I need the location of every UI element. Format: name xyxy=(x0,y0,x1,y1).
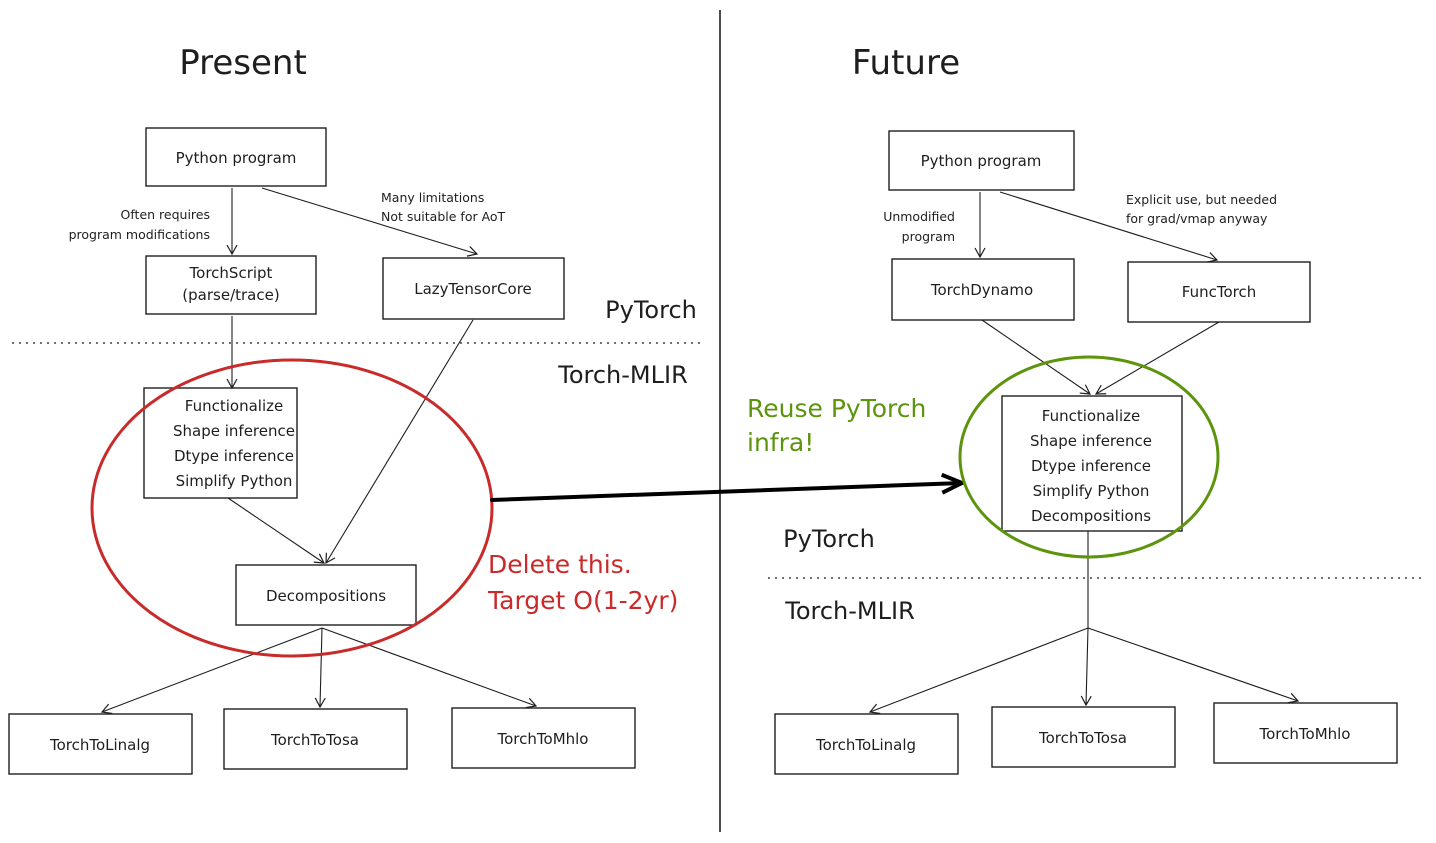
label-line: TorchToTosa xyxy=(270,731,359,749)
label-line: Simplify Python xyxy=(1033,482,1150,500)
present-decompositions-box xyxy=(235,564,417,626)
future-torchtomhlo-box xyxy=(1213,702,1398,764)
present-edge-decompositions-to-linalg xyxy=(100,627,323,715)
present-edge-decompositions-to-tosa xyxy=(314,627,326,709)
future-note-torchdynamo: Unmodified program xyxy=(883,209,955,244)
present-torchtotosa-label: TorchToTosa xyxy=(270,731,359,749)
present-edge-decompositions-to-mhlo xyxy=(321,627,538,709)
label-line: Dtype inference xyxy=(1031,457,1151,475)
delete-callout: Delete this. Target O(1-2yr) xyxy=(487,550,678,615)
future-torchtolinalg-label: TorchToLinalg xyxy=(815,736,916,754)
label-line: Not suitable for AoT xyxy=(381,209,506,224)
label-line: for grad/vmap anyway xyxy=(1126,211,1268,226)
future-edge-branch-to-mhlo xyxy=(1087,627,1300,704)
label-line: Python program xyxy=(921,152,1042,170)
future-edge-torchdynamo-to-passes xyxy=(981,319,1092,395)
present-heading: Present xyxy=(179,43,307,83)
label-line: TorchScript xyxy=(189,264,273,282)
label-line: Decompositions xyxy=(266,587,386,605)
label-line: Shape inference xyxy=(173,422,295,440)
present-torchtotosa-box xyxy=(223,708,408,770)
present-edge-passes-to-decompositions xyxy=(227,497,326,564)
present-decompositions-label: Decompositions xyxy=(266,587,386,605)
label-line: Decompositions xyxy=(1031,507,1151,525)
future-torchdynamo-label: TorchDynamo xyxy=(930,281,1033,299)
present-note-torchscript: Often requires program modifications xyxy=(69,207,210,242)
present-torchscript-label: TorchScript (parse/trace) xyxy=(182,264,279,304)
future-torchtolinalg-box xyxy=(774,713,959,775)
label-line: Explicit use, but needed xyxy=(1126,192,1277,207)
label-line: Delete this. xyxy=(488,550,632,579)
future-passes-box xyxy=(1001,395,1183,532)
present-torch-mlir-layer-label: Torch-MLIR xyxy=(557,361,688,389)
future-python-program-label: Python program xyxy=(921,152,1042,170)
present-lazytensorcore-label: LazyTensorCore xyxy=(414,280,532,298)
label-line: infra! xyxy=(747,428,814,457)
present-torchtomhlo-box xyxy=(451,707,636,769)
present-python-program-label: Python program xyxy=(176,149,297,167)
label-line: TorchToMhlo xyxy=(497,730,589,748)
label-line: Often requires xyxy=(121,207,210,222)
present-lazytensorcore-box xyxy=(382,257,565,320)
label-line: (parse/trace) xyxy=(182,286,279,304)
label-line: Python program xyxy=(176,149,297,167)
label-line: TorchToMhlo xyxy=(1259,725,1351,743)
present-python-program-box xyxy=(145,127,327,187)
future-torch-mlir-layer-label: Torch-MLIR xyxy=(784,597,915,625)
future-torchtotosa-box xyxy=(991,706,1176,768)
label-line: LazyTensorCore xyxy=(414,280,532,298)
label-line: Reuse PyTorch xyxy=(747,394,926,423)
label-line: Dtype inference xyxy=(174,447,294,465)
label-line: TorchToLinalg xyxy=(49,736,150,754)
label-line: Target O(1-2yr) xyxy=(487,586,678,615)
future-torchtotosa-label: TorchToTosa xyxy=(1038,729,1127,747)
present-edge-python-to-lazytensorcore xyxy=(261,187,479,257)
label-line: Functionalize xyxy=(1042,407,1140,425)
transition-arrow xyxy=(490,472,964,502)
future-edge-branch-to-linalg xyxy=(868,627,1089,715)
reuse-highlight-circle xyxy=(958,355,1220,559)
future-torchdynamo-box xyxy=(891,258,1075,321)
future-python-program-box xyxy=(888,130,1075,191)
future-pytorch-layer-label: PyTorch xyxy=(783,525,875,553)
present-edge-lazytensorcore-to-decompositions xyxy=(325,319,474,565)
label-line: Shape inference xyxy=(1030,432,1152,450)
reuse-callout: Reuse PyTorch infra! xyxy=(747,394,926,457)
delete-highlight-circle xyxy=(90,358,494,658)
future-heading: Future xyxy=(852,43,960,83)
label-line: Many limitations xyxy=(381,190,484,205)
present-torchtolinalg-box xyxy=(8,713,193,775)
label-line: TorchToTosa xyxy=(1038,729,1127,747)
future-edge-python-to-functorch xyxy=(999,191,1219,263)
future-torchtomhlo-label: TorchToMhlo xyxy=(1259,725,1351,743)
present-torchtomhlo-label: TorchToMhlo xyxy=(497,730,589,748)
present-pytorch-layer-label: PyTorch xyxy=(605,296,697,324)
label-line: program xyxy=(902,229,955,244)
label-line: program modifications xyxy=(69,227,210,242)
future-functorch-label: FuncTorch xyxy=(1182,283,1256,301)
present-torchscript-box xyxy=(145,255,317,315)
label-line: Unmodified xyxy=(883,209,955,224)
label-line: FuncTorch xyxy=(1182,283,1256,301)
future-edge-branch-to-tosa xyxy=(1080,627,1092,707)
future-note-functorch: Explicit use, but needed for grad/vmap an… xyxy=(1126,192,1277,226)
future-edge-functorch-to-passes xyxy=(1094,321,1220,395)
present-torchtolinalg-label: TorchToLinalg xyxy=(49,736,150,754)
label-line: TorchDynamo xyxy=(930,281,1033,299)
label-line: TorchToLinalg xyxy=(815,736,916,754)
label-line: Simplify Python xyxy=(176,472,293,490)
label-line: Functionalize xyxy=(185,397,283,415)
present-passes-box xyxy=(143,387,298,499)
